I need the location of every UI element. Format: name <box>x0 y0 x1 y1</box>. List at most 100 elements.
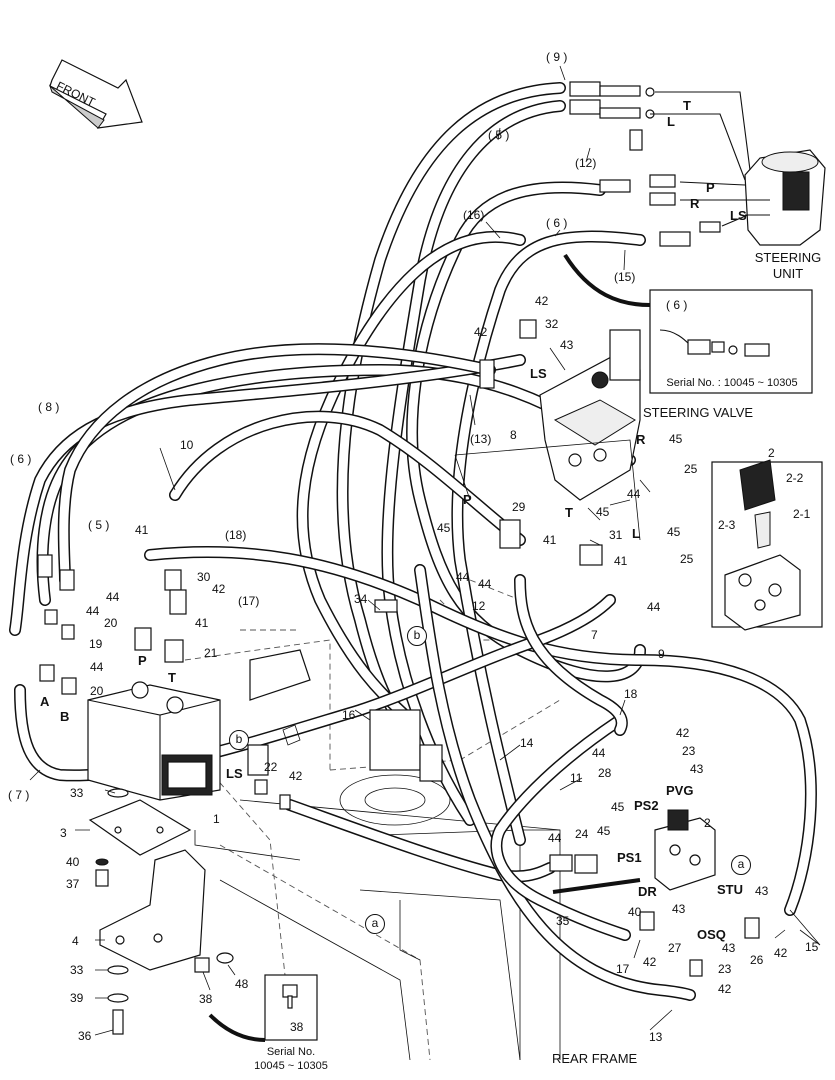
label-17: 17 <box>616 962 630 976</box>
inset-serial-bottom-line2: 10045 ~ 10305 <box>254 1060 328 1072</box>
port-P-block: P <box>138 653 147 668</box>
inset-serial-top: Serial No. : 10045 ~ 10305 <box>666 377 798 389</box>
label-p6a: ( 6 ) <box>546 216 568 230</box>
label-p17: (17) <box>238 594 260 608</box>
label-42f: 42 <box>643 955 657 969</box>
label-3: 3 <box>60 826 67 840</box>
label-16: 16 <box>342 708 356 722</box>
label-37: 37 <box>66 877 80 891</box>
label-15: 15 <box>805 940 819 954</box>
label-38a: 38 <box>199 992 213 1006</box>
callout-b-1: b <box>407 626 427 646</box>
label-45f: 45 <box>597 824 611 838</box>
steering-valve <box>539 329 641 501</box>
port-R: R <box>690 196 700 211</box>
label-20a: 20 <box>104 616 118 630</box>
label-44i: 44 <box>548 831 562 845</box>
front-arrow <box>48 59 143 129</box>
callout-a-2: a <box>365 914 385 934</box>
label-2: 2 <box>704 816 711 830</box>
label-23a: 23 <box>682 744 696 758</box>
label-26: 26 <box>750 953 764 967</box>
label-18: 18 <box>624 687 638 701</box>
rear-frame-title: REAR FRAME <box>552 1051 638 1066</box>
label-41a: 41 <box>543 533 557 547</box>
label-25b: 25 <box>680 552 694 566</box>
label-42c: 42 <box>212 582 226 596</box>
label-42d: 42 <box>289 769 303 783</box>
label-30: 30 <box>197 570 211 584</box>
label-42h: 42 <box>774 946 788 960</box>
label-44a: 44 <box>627 487 641 501</box>
label-48: 48 <box>235 977 249 991</box>
label-2-3: 2-3 <box>718 518 736 532</box>
label-43e: 43 <box>755 884 769 898</box>
label-44b: 44 <box>456 570 470 584</box>
label-20b: 20 <box>90 684 104 698</box>
port-B: B <box>60 709 70 724</box>
label-12: 12 <box>472 599 486 613</box>
port-P-valve: P <box>463 492 472 507</box>
port-T-valve: T <box>565 505 573 520</box>
label-41c: 41 <box>135 523 149 537</box>
label-9: 9 <box>658 647 665 661</box>
label-40b: 40 <box>628 905 642 919</box>
label-28: 28 <box>598 766 612 780</box>
label-25a: 25 <box>684 462 698 476</box>
port-P: P <box>706 180 715 195</box>
label-p18: (18) <box>225 528 247 542</box>
label-2-2: 2-2 <box>786 471 804 485</box>
label-p6b: ( 6 ) <box>10 452 32 466</box>
label-45a: 45 <box>669 432 683 446</box>
inset-serial-bottom-line1: Serial No. <box>266 1046 316 1058</box>
port-L-valve: L <box>632 526 640 541</box>
label-33a: 33 <box>70 786 84 800</box>
label-27: 27 <box>668 941 682 955</box>
label-44h: 44 <box>592 746 606 760</box>
label-29: 29 <box>512 500 526 514</box>
label-42b: 42 <box>474 325 488 339</box>
port-LS-valve: LS <box>530 366 547 381</box>
steering-unit-title-line1: STEERING <box>754 250 822 265</box>
label-21: 21 <box>204 646 218 660</box>
label-p13: (13) <box>470 432 492 446</box>
mounting-bracket <box>88 788 206 1035</box>
leader-lines <box>29 65 821 1036</box>
label-42a: 42 <box>535 294 549 308</box>
label-35: 35 <box>556 914 570 928</box>
label-38b: 38 <box>290 1020 304 1034</box>
label-36: 36 <box>78 1029 92 1043</box>
label-p15: (15) <box>614 270 636 284</box>
label-42e: 42 <box>676 726 690 740</box>
port-L: L <box>667 114 675 129</box>
label-41d: 41 <box>195 616 209 630</box>
port-LS-unit: LS <box>730 208 747 223</box>
control-block-1 <box>87 681 221 801</box>
port-PVG: PVG <box>666 783 694 798</box>
label-p5a: ( 5 ) <box>488 128 510 142</box>
label-44c: 44 <box>478 577 492 591</box>
label-45d: 45 <box>667 525 681 539</box>
port-T-block: T <box>168 670 176 685</box>
label-43a: 43 <box>560 338 574 352</box>
label-43d: 43 <box>722 941 736 955</box>
label-14: 14 <box>520 736 534 750</box>
label-45b: 45 <box>437 521 451 535</box>
fittings <box>37 319 760 977</box>
label-7: 7 <box>591 628 598 642</box>
port-OSQ: OSQ <box>697 927 726 942</box>
label-31: 31 <box>609 528 623 542</box>
port-fittings-top <box>569 81 751 247</box>
label-39: 39 <box>70 991 84 1005</box>
callout-swooshes <box>208 253 651 1042</box>
port-T: T <box>683 98 691 113</box>
label-24: 24 <box>575 827 589 841</box>
label-41b: 41 <box>614 554 628 568</box>
port-LS-block: LS <box>226 766 243 781</box>
label-33b: 33 <box>70 963 84 977</box>
label-p8: ( 8 ) <box>38 400 60 414</box>
steering-unit <box>744 149 826 246</box>
label-11: 11 <box>570 771 583 785</box>
callout-a-1: a <box>731 855 751 875</box>
label-19: 19 <box>89 637 103 651</box>
